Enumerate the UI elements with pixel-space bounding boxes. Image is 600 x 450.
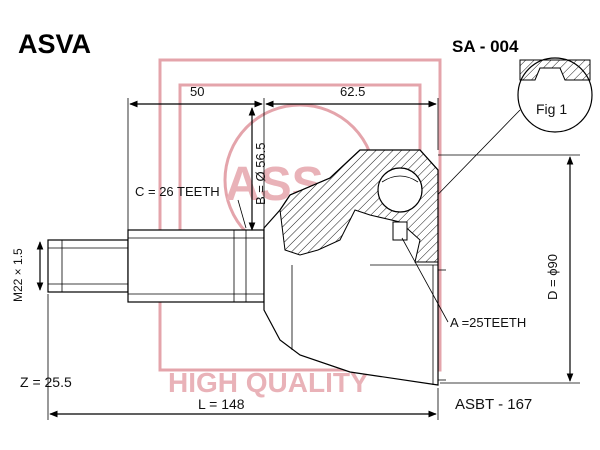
dimension-d-label: D = ϕ90 (545, 254, 560, 300)
dimension-a-label: A =25TEETH (450, 315, 526, 330)
watermark-text: HIGH QUALITY (168, 367, 369, 398)
dimension-length-label: L = 148 (198, 396, 245, 412)
dimension-c-label: C = 26 TEETH (135, 184, 220, 199)
dimension-d: D = ϕ90 (438, 154, 580, 384)
shaft (47, 229, 265, 303)
brand-title: ASVA (18, 29, 91, 59)
bell-housing (263, 149, 446, 386)
dimension-thread: M22 × 1.5 (11, 241, 44, 302)
watermark-logo: ASS HIGH QUALITY (158, 58, 442, 398)
dimension-z-label: Z = 25.5 (20, 374, 72, 390)
dimension-length: L = 148 (47, 294, 439, 420)
dimension-a: A =25TEETH (401, 237, 526, 330)
fig1-label: Fig 1 (536, 101, 567, 117)
dimension-b-label: B = Ø 56.5 (253, 142, 268, 205)
dimension-50-label: 50 (190, 84, 204, 99)
dimension-c: C = 26 TEETH (135, 184, 247, 229)
fig1-detail: Fig 1 (417, 57, 593, 216)
dimension-thread-label: M22 × 1.5 (11, 248, 25, 302)
dimension-62-5: 62.5 (265, 84, 439, 150)
footer-reference: ASBT - 167 (455, 396, 532, 413)
part-number: SA - 004 (452, 37, 519, 56)
dimension-b: B = Ø 56.5 (248, 107, 268, 231)
dimension-62-5-label: 62.5 (340, 84, 365, 99)
dimension-50: 50 (127, 84, 265, 232)
